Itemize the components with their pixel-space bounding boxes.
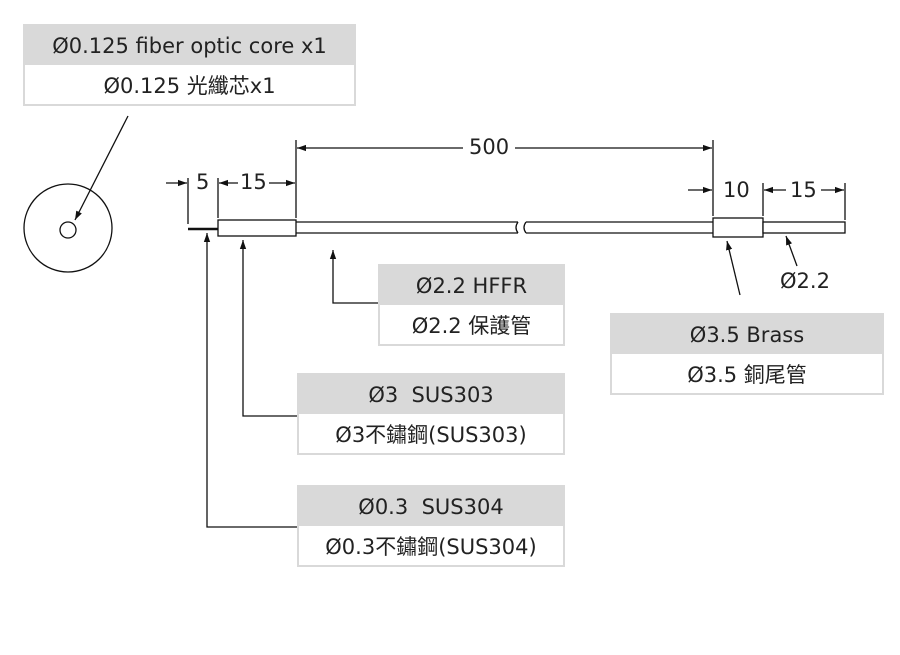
dim-label-end-diameter: Ø2.2 (778, 269, 832, 293)
fiber-callout-en: Ø0.125 fiber optic core x1 (25, 26, 354, 65)
brass-callout-en: Ø3.5 Brass (612, 315, 882, 354)
dim-label-5: 5 (194, 170, 212, 194)
sus303-leader (239, 240, 297, 417)
cross-section-core (59, 221, 77, 239)
sus303-callout-en: Ø3 SUS303 (299, 375, 563, 414)
dim-label-500: 500 (463, 137, 516, 158)
fiber-callout: Ø0.125 fiber optic core x1 Ø0.125 光纖芯x1 (23, 24, 356, 106)
break-mark-right (523, 221, 527, 234)
sus303-callout-zh: Ø3不鏽鋼(SUS303) (335, 422, 527, 447)
hffr-callout-en: Ø2.2 HFFR (380, 266, 563, 305)
fiber-callout-zh: Ø0.125 光纖芯x1 (103, 73, 276, 98)
dim-label-15-end: 15 (786, 180, 821, 201)
hffr-callout-zh: Ø2.2 保護管 (411, 313, 532, 338)
brass-tail (712, 217, 764, 238)
dim-label-10: 10 (721, 178, 752, 202)
end-tube (762, 221, 846, 234)
dim-label-15-sleeve: 15 (238, 170, 269, 194)
hffr-callout: Ø2.2 HFFR Ø2.2 保護管 (378, 264, 565, 346)
steel-sleeve (217, 219, 297, 237)
brass-leader (726, 240, 741, 296)
sus304-leader (203, 233, 297, 528)
end-dia-leader (785, 235, 798, 267)
hffr-leader (329, 250, 378, 304)
sus304-callout-zh: Ø0.3不鏽鋼(SUS304) (325, 534, 537, 559)
sus303-callout: Ø3 SUS303 Ø3不鏽鋼(SUS303) (297, 373, 565, 455)
fiber-leader-line (74, 115, 129, 221)
sus304-callout: Ø0.3 SUS304 Ø0.3不鏽鋼(SUS304) (297, 485, 565, 567)
break-mark-left (515, 221, 519, 234)
brass-callout-zh: Ø3.5 銅尾管 (687, 362, 807, 387)
brass-callout: Ø3.5 Brass Ø3.5 銅尾管 (610, 313, 884, 395)
sus304-callout-en: Ø0.3 SUS304 (299, 487, 563, 526)
